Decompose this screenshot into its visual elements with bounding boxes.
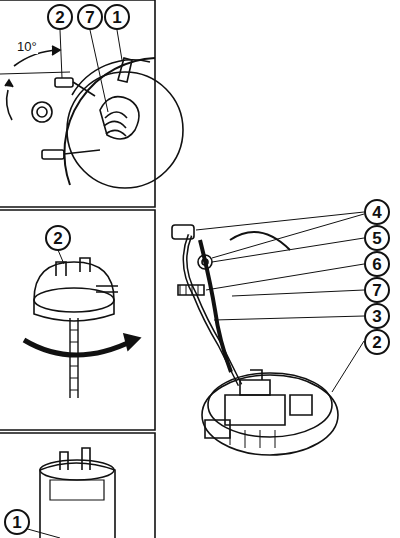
panel-frame — [0, 210, 155, 430]
callout-number: 4 — [372, 204, 381, 221]
pump-body-view — [24, 448, 115, 538]
callout-number: 2 — [55, 9, 64, 26]
callout-circle: 3 — [364, 303, 390, 329]
callout-circle: 1 — [104, 4, 130, 30]
panel-frame — [0, 433, 155, 538]
callout-number: 3 — [372, 308, 381, 325]
callout-circle: 2 — [364, 329, 390, 355]
callout-number: 1 — [12, 514, 21, 531]
callout-number: 7 — [372, 282, 381, 299]
callout-circle: 6 — [364, 251, 390, 277]
callout-number: 1 — [112, 9, 121, 26]
callout-circle: 7 — [77, 4, 103, 30]
callout-circle: 2 — [45, 225, 71, 251]
callout-circle: 5 — [364, 225, 390, 251]
callout-circle: 7 — [364, 277, 390, 303]
callout-number: 5 — [372, 230, 381, 247]
callout-number: 7 — [85, 9, 94, 26]
leader-lines — [196, 212, 364, 392]
callout-circle: 4 — [364, 199, 390, 225]
panel-frame — [0, 0, 155, 207]
callout-circle: 2 — [47, 4, 73, 30]
sender-unit — [172, 225, 338, 455]
callout-number: 6 — [372, 256, 381, 273]
pump-view — [24, 250, 140, 398]
callout-number: 2 — [53, 230, 62, 247]
flange-view — [0, 30, 183, 188]
angle-label: 10° — [16, 40, 38, 54]
callout-circle: 1 — [4, 509, 30, 535]
callout-number: 2 — [372, 334, 381, 351]
